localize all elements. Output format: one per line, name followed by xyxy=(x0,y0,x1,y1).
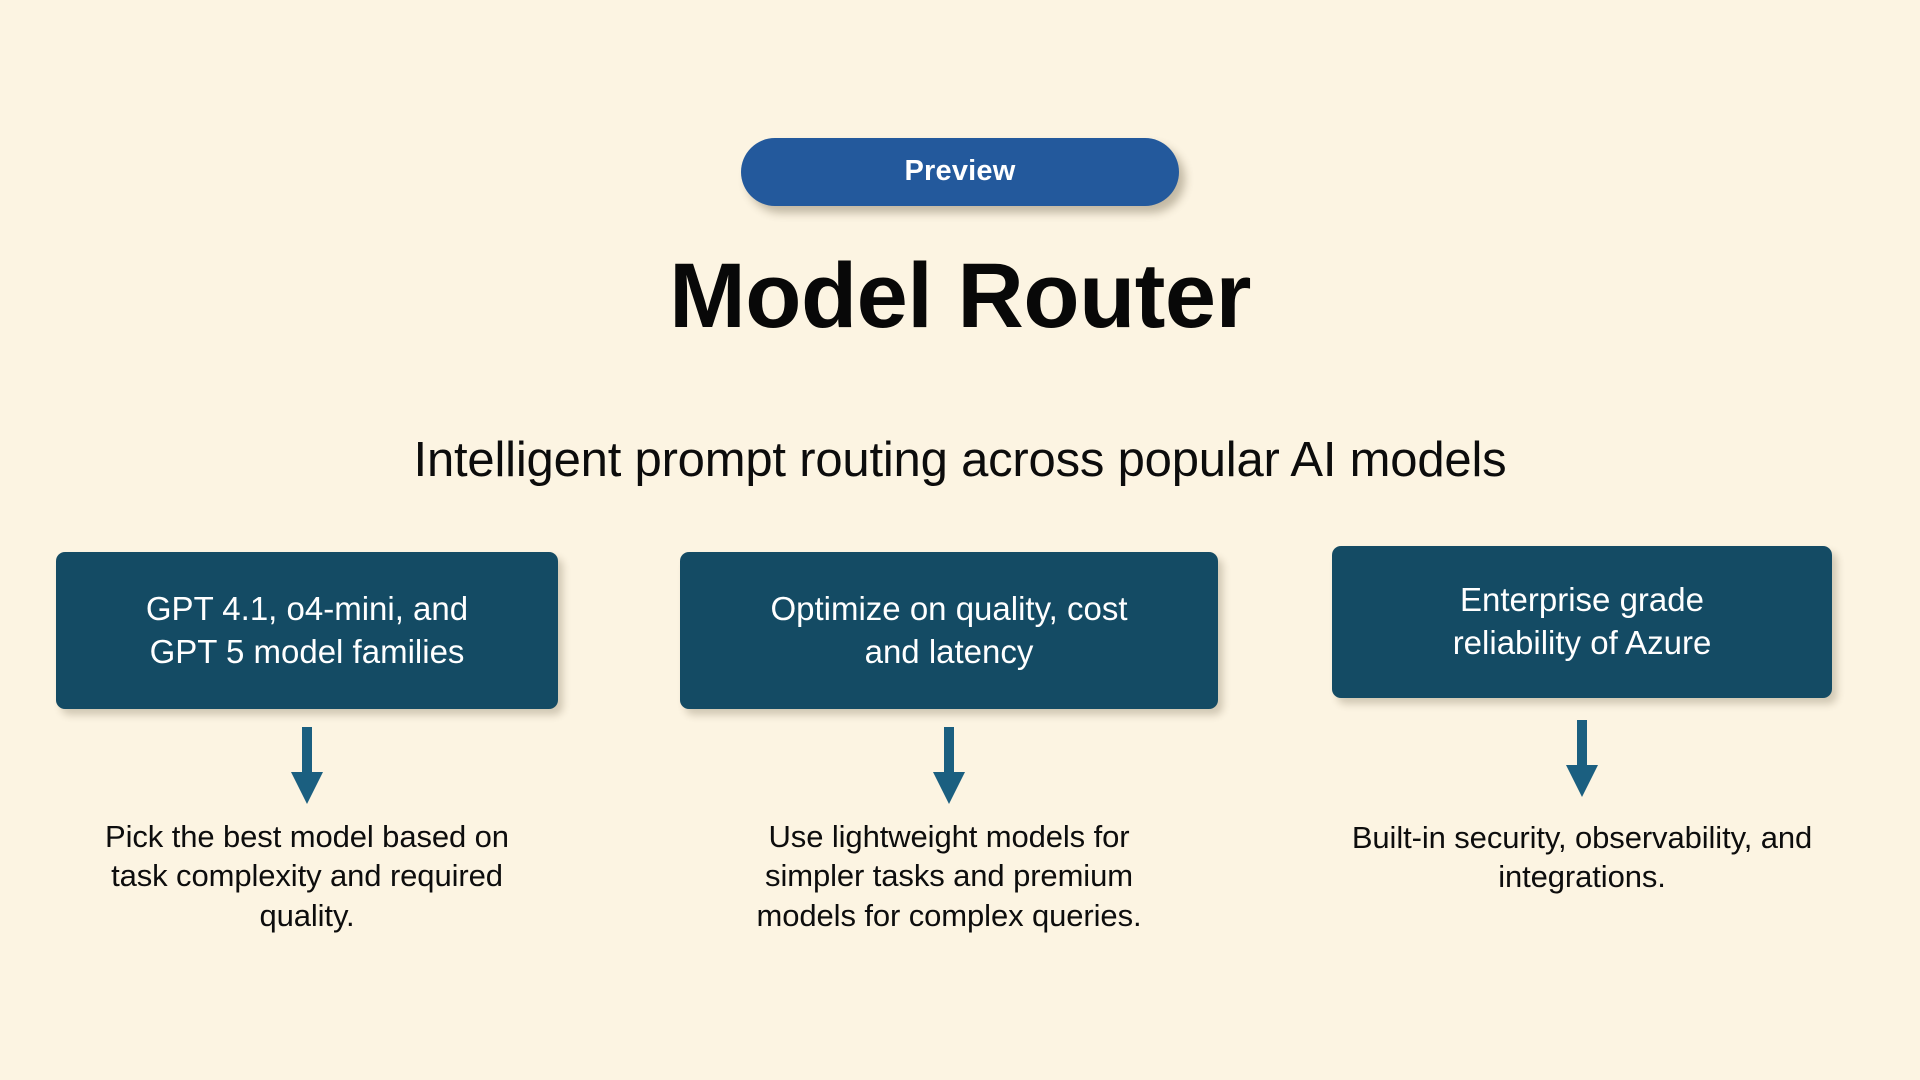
page-subtitle: Intelligent prompt routing across popula… xyxy=(413,433,1507,487)
feature-card-line-1: Optimize on quality, cost xyxy=(770,589,1128,627)
feature-card: Enterprise grade reliability of Azure xyxy=(1332,546,1832,698)
feature-card-text: Optimize on quality, cost and latency xyxy=(770,588,1127,674)
preview-badge[interactable]: Preview xyxy=(741,138,1179,206)
page-title: Model Router xyxy=(669,245,1251,347)
feature-column: Optimize on quality, cost and latency Us… xyxy=(680,546,1218,935)
feature-columns: GPT 4.1, o4-mini, and GPT 5 model famili… xyxy=(0,546,1920,966)
feature-description: Use lightweight models for simpler tasks… xyxy=(756,819,1142,933)
feature-card-line-2: and latency xyxy=(864,632,1034,670)
feature-column: GPT 4.1, o4-mini, and GPT 5 model famili… xyxy=(56,546,558,935)
feature-card: GPT 4.1, o4-mini, and GPT 5 model famili… xyxy=(56,552,558,709)
feature-description: Built-in security, observability, and in… xyxy=(1351,820,1813,895)
arrow-down-icon xyxy=(1566,720,1598,797)
feature-card: Optimize on quality, cost and latency xyxy=(680,552,1218,709)
feature-card-text: Enterprise grade reliability of Azure xyxy=(1453,579,1712,665)
feature-column: Enterprise grade reliability of Azure Bu… xyxy=(1332,546,1832,897)
feature-card-line-1: Enterprise grade xyxy=(1460,581,1704,619)
feature-card-line-1: GPT 4.1, o4-mini, and xyxy=(145,589,469,627)
feature-card-line-2: GPT 5 model families xyxy=(149,632,465,670)
feature-card-text: GPT 4.1, o4-mini, and GPT 5 model famili… xyxy=(146,588,468,674)
feature-card-line-2: reliability of Azure xyxy=(1452,624,1712,661)
arrow-down-icon xyxy=(933,727,965,804)
arrow-down-icon xyxy=(291,727,323,804)
preview-badge-container: Preview xyxy=(0,138,1920,206)
feature-description: Pick the best model based on task comple… xyxy=(105,819,509,933)
